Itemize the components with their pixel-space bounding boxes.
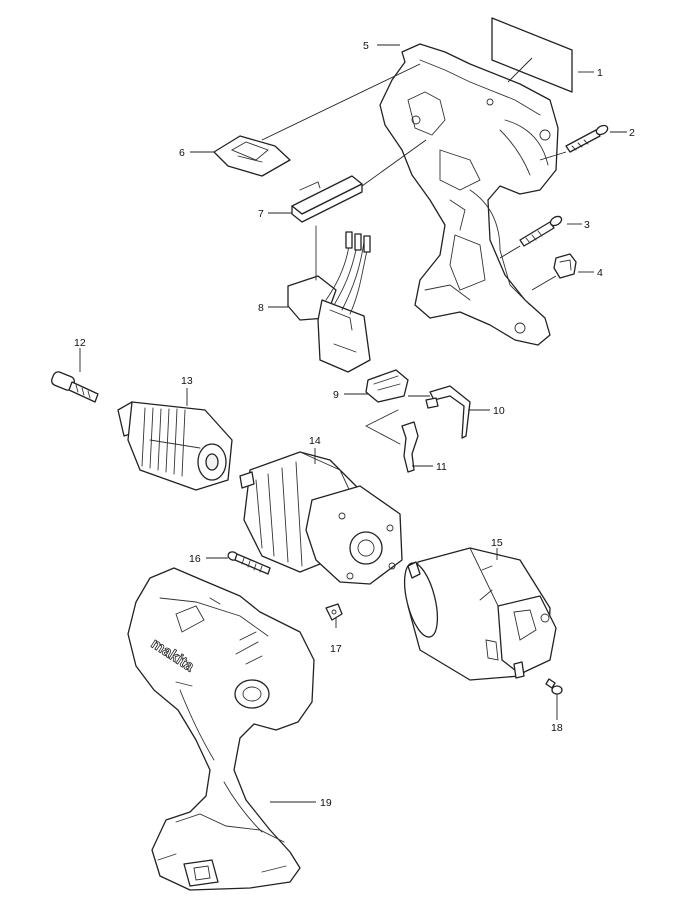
part-14-gear-assembly [239,451,403,585]
callout-8: 8 [258,302,264,314]
part-7-lever [291,175,363,223]
callout-labels: 5 1 2 6 7 3 4 8 12 13 9 10 14 11 15 16 1… [74,40,635,809]
callout-2: 2 [629,127,635,139]
part-6-slide-cover [213,135,291,177]
callout-12: 12 [74,337,86,349]
callout-4: 4 [597,267,603,279]
callout-10: 10 [493,405,505,417]
callout-13: 13 [181,375,193,387]
part-3-screw [519,215,563,247]
callout-3: 3 [584,219,590,231]
part-1-label-plate [491,17,573,93]
leader-lines [79,44,627,803]
part-17-screw [325,603,343,621]
part-5-housing-half [379,43,559,346]
part-10-bracket [425,385,471,439]
part-15-motor [403,547,557,681]
callout-15: 15 [491,537,503,549]
part-16-screw [227,551,271,575]
part-12-screw [51,371,99,403]
part-2-screw [565,124,609,153]
callout-11: 11 [436,461,447,473]
callout-18: 18 [551,722,563,734]
callout-1: 1 [597,67,603,79]
part-9-connector [365,369,409,403]
callout-17: 17 [330,643,342,655]
callout-6: 6 [179,147,185,159]
callout-14: 14 [309,435,321,447]
callout-9: 9 [333,389,339,401]
part-13-chuck [117,401,233,491]
callout-16: 16 [189,553,201,565]
callout-7: 7 [258,208,264,220]
part-11-terminal [365,409,419,473]
part-18-screw [545,678,563,695]
part-19-housing-half: makita [127,567,315,891]
callout-5: 5 [363,40,369,52]
part-8-switch [287,225,371,373]
part-4-clip [553,253,577,279]
callout-19: 19 [320,797,332,809]
